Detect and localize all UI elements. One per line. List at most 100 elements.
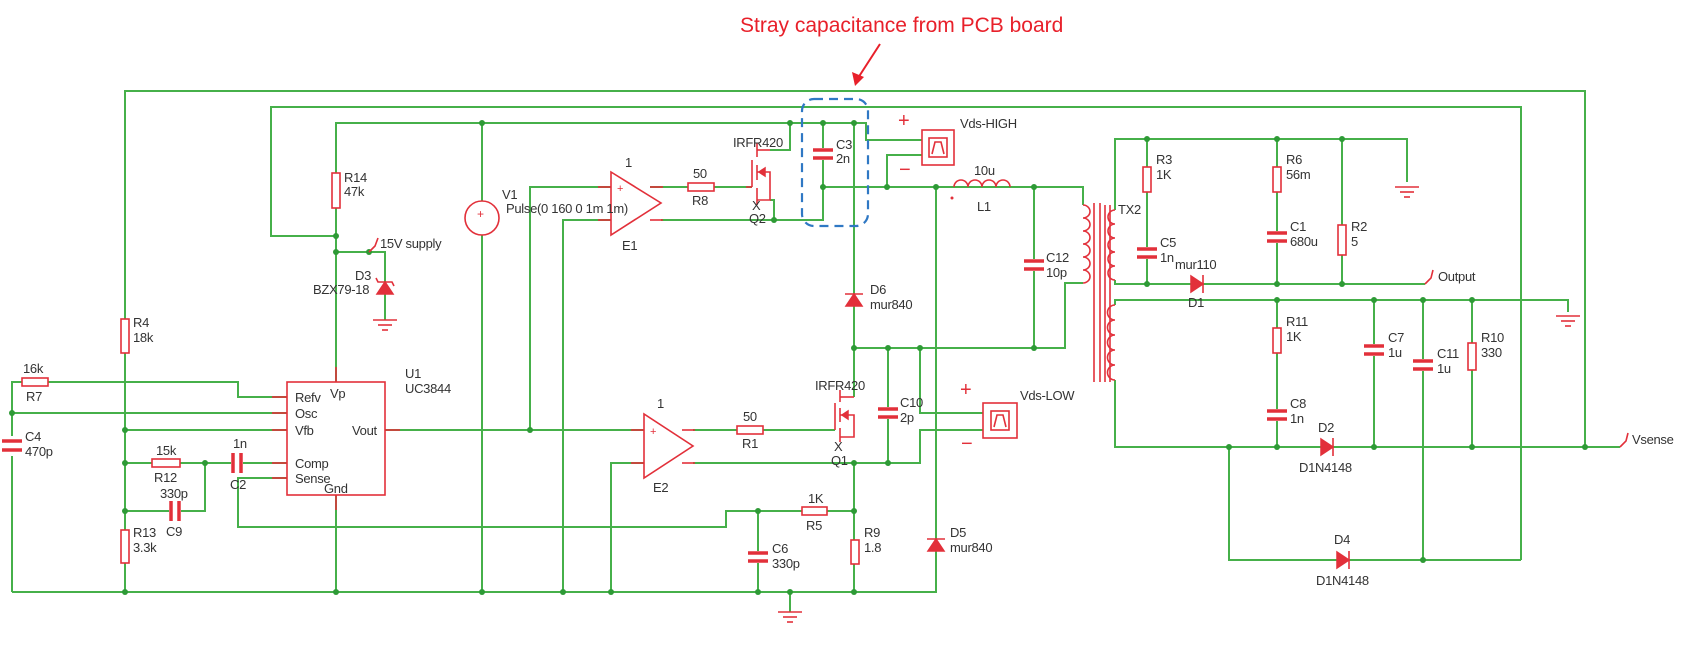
r14-value: 47k: [344, 184, 365, 199]
d1-value: mur110: [1175, 257, 1216, 272]
l1-value: 10u: [974, 163, 995, 178]
c2-ref: C2: [230, 477, 246, 492]
r1-value: 50: [743, 409, 757, 424]
c6-ref: C6: [772, 541, 788, 556]
c6-value: 330p: [772, 556, 800, 571]
q2-ref: Q2: [749, 211, 766, 226]
r12-value: 15k: [156, 443, 177, 458]
c9-ref: C9: [166, 524, 182, 539]
probe-low-label: Vds-LOW: [1020, 388, 1075, 403]
c10-value: 2p: [900, 410, 914, 425]
r10-value: 330: [1481, 345, 1502, 360]
c2-value: 1n: [233, 436, 247, 451]
stray-capacitance-highlight: [800, 97, 870, 228]
probe-vds-high: [921, 129, 955, 166]
annotation-text: Stray capacitance from PCB board: [740, 14, 1063, 37]
r4-ref: R4: [133, 315, 149, 330]
c12-ref: C12: [1046, 250, 1069, 265]
c7-ref: C7: [1388, 330, 1404, 345]
v1-pulse-source: +: [464, 200, 500, 236]
junctions: [9, 120, 1588, 595]
c12-value: 10p: [1046, 265, 1067, 280]
r9-ref: R9: [864, 525, 880, 540]
r13-ref: R13: [133, 525, 156, 540]
q1-mark: X: [834, 439, 843, 454]
e2-gain: 1: [657, 396, 664, 411]
tx2-ref: TX2: [1118, 202, 1141, 217]
pin-gnd: Gnd: [324, 481, 348, 496]
pin-osc: Osc: [295, 406, 318, 421]
d4-ref: D4: [1334, 532, 1350, 547]
net-label-15v-supply: 15V supply: [380, 236, 442, 251]
u1-uc3844: Refv Vp Osc Vfb Vout Comp Sense Gnd: [272, 367, 400, 510]
d5-value: mur840: [950, 540, 992, 555]
c9-value: 330p: [160, 486, 188, 501]
r11-value: 1K: [1286, 329, 1302, 344]
pin-comp: Comp: [295, 456, 329, 471]
q1-value: IRFR420: [815, 378, 865, 393]
c7-value: 1u: [1388, 345, 1402, 360]
q2-mosfet: [746, 143, 771, 205]
r10-ref: R10: [1481, 330, 1504, 345]
c11-ref: C11: [1437, 346, 1459, 361]
c3-value: 2n: [836, 151, 850, 166]
diodes: [375, 274, 1351, 570]
d2-value: D1N4148: [1299, 460, 1352, 475]
u1-ref: U1: [405, 366, 421, 381]
probe-low-plus: +: [960, 379, 971, 401]
c10-ref: C10: [900, 395, 923, 410]
q1-ref: Q1: [831, 453, 848, 468]
r5-ref: R5: [806, 518, 822, 533]
r2-value: 5: [1351, 234, 1358, 249]
pin-vout: Vout: [352, 423, 378, 438]
resistors: [21, 166, 1477, 565]
d3-value: BZX79-18: [313, 282, 369, 297]
e2-amplifier: +: [631, 412, 695, 480]
d3-ref: D3: [355, 268, 371, 283]
q1-mosfet: [834, 390, 855, 442]
r3-value: 1K: [1156, 167, 1172, 182]
r6-value: 56m: [1286, 167, 1310, 182]
r4-value: 18k: [133, 330, 154, 345]
pin-vfb: Vfb: [295, 423, 314, 438]
r9-value: 1.8: [864, 540, 881, 555]
svg-text:+: +: [477, 207, 484, 221]
c8-value: 1n: [1290, 411, 1304, 426]
net-flags: [368, 237, 1629, 448]
e1-ref: E1: [622, 238, 637, 253]
c8-ref: C8: [1290, 396, 1306, 411]
d6-value: mur840: [870, 297, 912, 312]
c1-value: 680u: [1290, 234, 1318, 249]
net-label-vsense: Vsense: [1632, 432, 1674, 447]
pin-refv: Refv: [295, 390, 321, 405]
r6-ref: R6: [1286, 152, 1302, 167]
annotation-arrow: [852, 43, 881, 86]
probe-vds-low: [982, 402, 1018, 439]
probe-low-minus: −: [961, 433, 972, 455]
pin-sense: Sense: [295, 471, 330, 486]
c1-ref: C1: [1290, 219, 1306, 234]
v1-value: Pulse(0 160 0 1m 1m): [506, 201, 628, 216]
ground-symbols: [373, 186, 1580, 623]
l1-dot: [950, 196, 954, 200]
d6-ref: D6: [870, 282, 886, 297]
l1-ref: L1: [977, 199, 991, 214]
r8-value: 50: [693, 166, 707, 181]
svg-text:+: +: [617, 183, 623, 195]
r7-value: 16k: [23, 361, 44, 376]
e2-ref: E2: [653, 480, 668, 495]
r13-value: 3.3k: [133, 540, 157, 555]
u1-value: UC3844: [405, 381, 451, 396]
r5-value: 1K: [808, 491, 824, 506]
component-labels: R14 47k R4 18k 16k R7 C4 470p 15k R12 1n…: [23, 135, 1504, 588]
l1-inductor: [953, 179, 1011, 188]
pin-vp: Vp: [330, 386, 345, 401]
capacitors: [2, 148, 1433, 563]
probe-high-label: Vds-HIGH: [960, 116, 1017, 131]
r14-ref: R14: [344, 170, 367, 185]
d4-value: D1N4148: [1316, 573, 1369, 588]
q2-mark: X: [752, 198, 761, 213]
r1-ref: R1: [742, 436, 758, 451]
v1-ref: V1: [502, 187, 517, 202]
